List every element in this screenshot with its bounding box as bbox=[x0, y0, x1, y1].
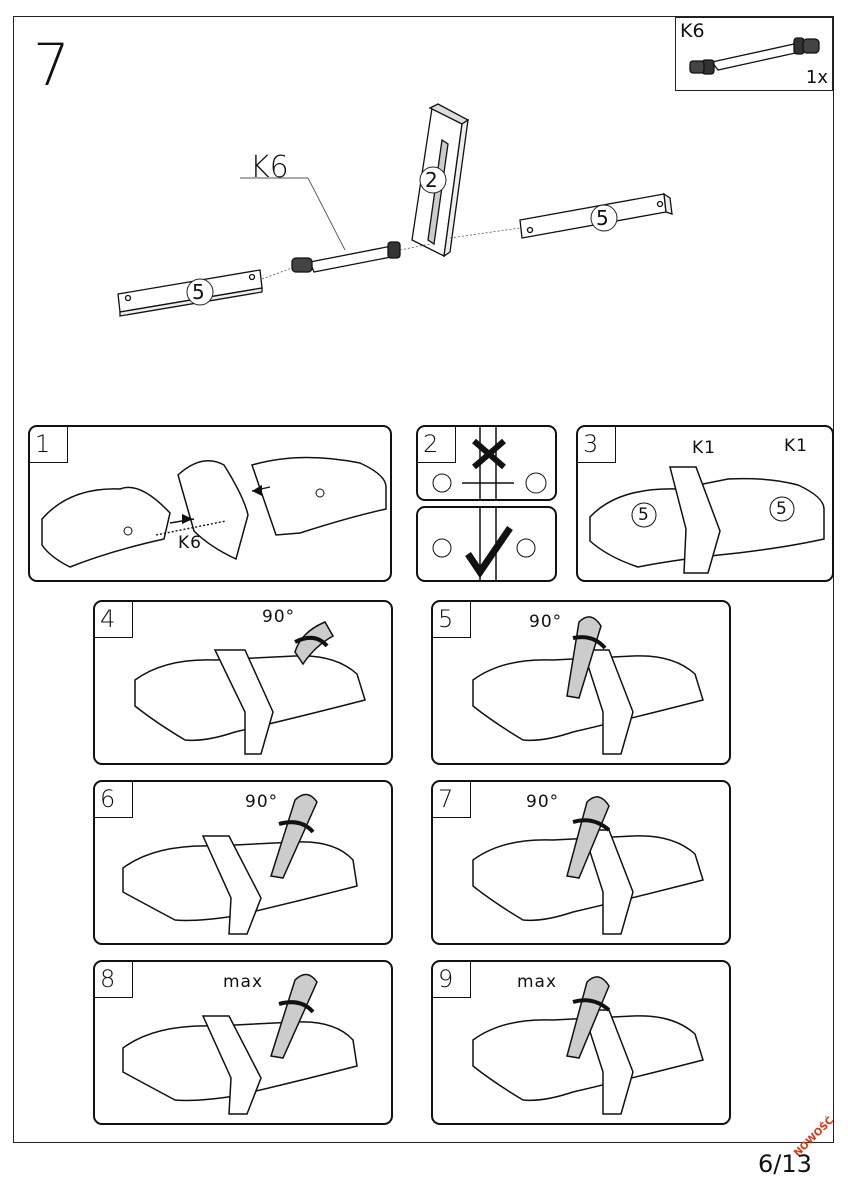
panel-5-label: 90° bbox=[529, 612, 563, 632]
panel-1-drawing bbox=[41, 456, 387, 568]
panel-2-correct bbox=[416, 506, 557, 582]
wrong-cross-icon bbox=[472, 438, 506, 470]
panel-1-label: K6 bbox=[178, 533, 202, 553]
panel-3-mark-a: 5 bbox=[638, 505, 650, 525]
panel-4: 4 90° bbox=[93, 600, 393, 765]
panel-1: 1 K6 bbox=[28, 425, 392, 582]
panel-2-correct-drawing bbox=[432, 508, 536, 580]
overview-label-2: 2 bbox=[425, 168, 438, 192]
part-box: K6 1x bbox=[675, 17, 833, 91]
overview-callout: K6 bbox=[250, 150, 289, 185]
panel-3-drawing bbox=[589, 466, 825, 574]
panel-4-drawing bbox=[134, 621, 366, 755]
overview-label-5-right: 5 bbox=[596, 206, 609, 230]
panel-6-drawing bbox=[122, 793, 358, 935]
panel-5: 5 90° bbox=[431, 600, 731, 765]
part-code: K6 bbox=[680, 20, 705, 42]
panel-3: 3 K1 K1 5 5 bbox=[576, 425, 834, 582]
panel-8-drawing bbox=[122, 973, 358, 1115]
cam-connector-icon bbox=[689, 37, 820, 75]
panel-4-label: 90° bbox=[262, 607, 296, 627]
page-frame bbox=[13, 16, 834, 1143]
part-quantity: 1x bbox=[805, 67, 828, 88]
panel-2-number: 2 bbox=[418, 427, 456, 463]
panel-6-number: 6 bbox=[95, 782, 133, 818]
panel-8: 8 max bbox=[93, 960, 393, 1125]
overview-label-5-left: 5 bbox=[192, 280, 205, 304]
panel-6: 6 90° bbox=[93, 780, 393, 945]
panel-6-label: 90° bbox=[245, 792, 279, 812]
overview-diagram bbox=[117, 103, 673, 317]
panel-2-wrong: 2 bbox=[416, 425, 557, 501]
step-number: 7 bbox=[33, 31, 70, 99]
page-indicator: 6/13 bbox=[758, 1150, 812, 1178]
correct-check-icon bbox=[465, 526, 513, 579]
panel-3-mark-b: 5 bbox=[776, 499, 788, 519]
panel-1-number: 1 bbox=[30, 427, 68, 463]
panel-3-label-b: K1 bbox=[784, 436, 808, 456]
panel-9-drawing bbox=[472, 976, 704, 1115]
panel-9-number: 9 bbox=[433, 962, 471, 998]
panel-3-label-a: K1 bbox=[692, 438, 716, 458]
panel-7-drawing bbox=[472, 796, 704, 935]
panel-9: 9 max bbox=[431, 960, 731, 1125]
panel-3-number: 3 bbox=[578, 427, 616, 463]
panel-4-number: 4 bbox=[95, 602, 133, 638]
panel-7: 7 90° bbox=[431, 780, 731, 945]
panel-2-drawing bbox=[432, 427, 547, 499]
panel-9-label: max bbox=[517, 972, 558, 992]
panel-5-number: 5 bbox=[433, 602, 471, 638]
panel-7-label: 90° bbox=[526, 792, 560, 812]
panel-7-number: 7 bbox=[433, 782, 471, 818]
panel-8-number: 8 bbox=[95, 962, 133, 998]
panel-8-label: max bbox=[223, 972, 264, 992]
panel-5-drawing bbox=[472, 616, 704, 755]
